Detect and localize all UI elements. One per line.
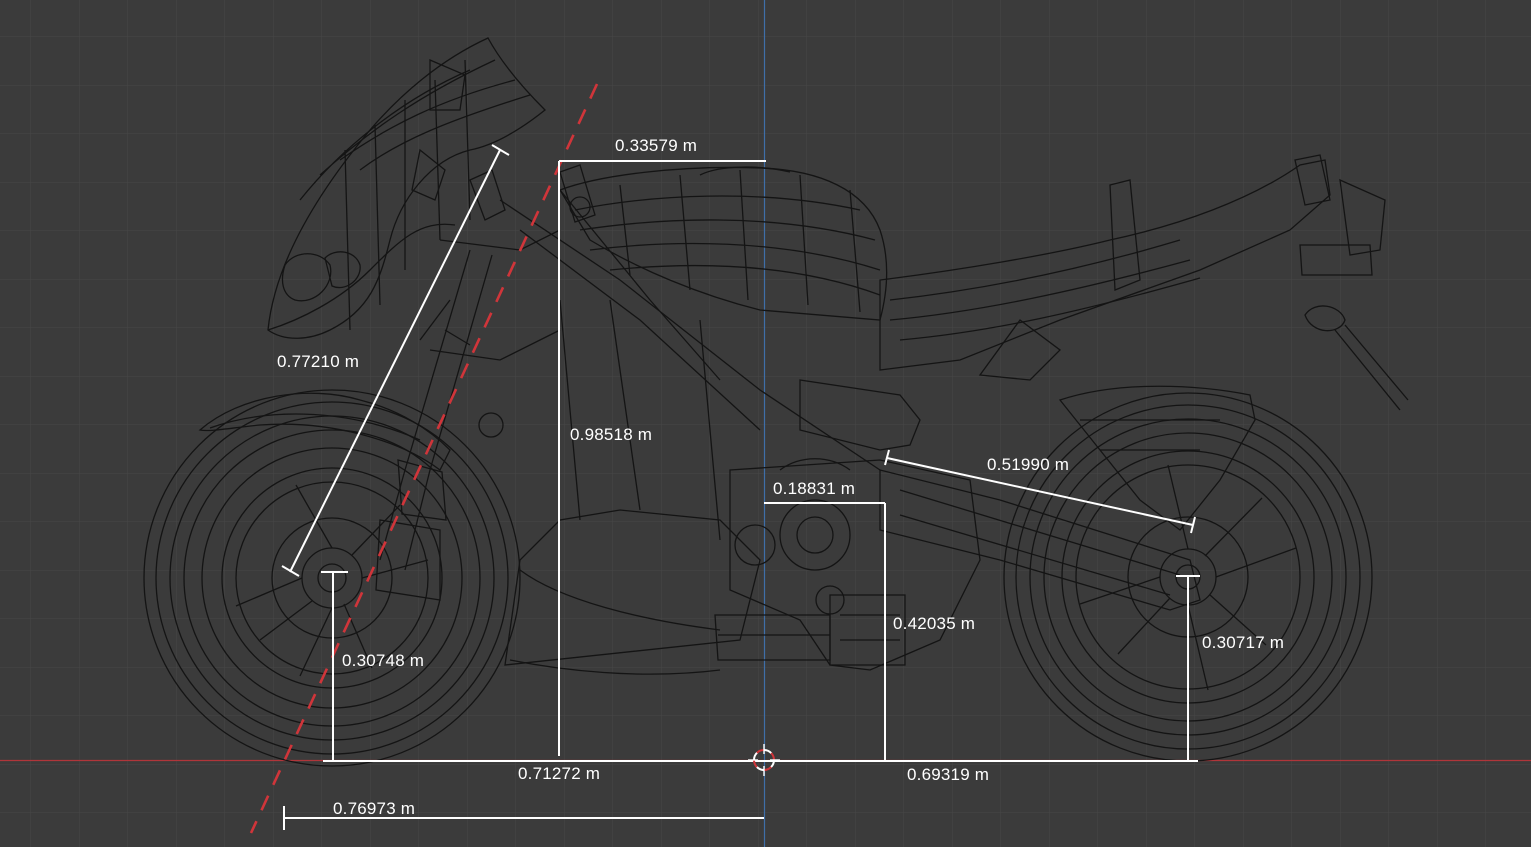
measure-line-fork-length	[289, 149, 501, 573]
front-fairing	[267, 37, 546, 339]
measure-label-center-to-rear-axle[interactable]: 0.69319 m	[907, 765, 990, 784]
measure-label-pivot-height[interactable]: 0.42035 m	[893, 614, 976, 633]
seat-tail	[879, 154, 1409, 411]
engine	[714, 458, 981, 671]
measure-label-front-axle-height[interactable]: 0.30748 m	[342, 651, 425, 670]
measurement-lines	[281, 144, 1200, 830]
measure-line-swingarm	[886, 457, 1194, 526]
front-fork	[379, 249, 493, 571]
frame	[499, 189, 881, 675]
measure-label-headstock-to-center[interactable]: 0.33579 m	[615, 136, 698, 155]
swingarm	[879, 385, 1256, 611]
measure-label-trail[interactable]: 0.76973 m	[333, 799, 416, 818]
measure-label-headstock-height[interactable]: 0.98518 m	[570, 425, 653, 444]
3d-cursor-icon[interactable]	[748, 744, 780, 776]
measure-label-swingarm-length[interactable]: 0.51990 m	[987, 455, 1070, 474]
steering-axis-guide	[249, 83, 599, 834]
measure-label-pivot-offset[interactable]: 0.18831 m	[773, 479, 856, 498]
measure-label-rear-axle-height[interactable]: 0.30717 m	[1202, 633, 1285, 652]
measure-label-fork-length[interactable]: 0.77210 m	[277, 352, 360, 371]
measure-label-front-axle-to-center[interactable]: 0.71272 m	[518, 764, 601, 783]
front-fender	[198, 392, 451, 471]
fuel-tank	[559, 166, 888, 321]
